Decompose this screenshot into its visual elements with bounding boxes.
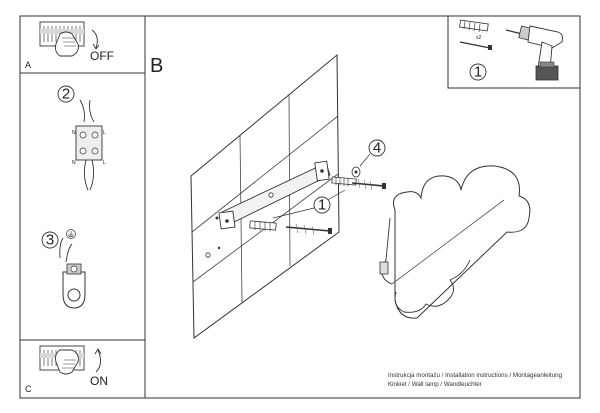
terminal-n-top: N — [72, 130, 76, 136]
caption-line-1: Instrukcja montażu / Installation instru… — [388, 372, 563, 379]
panel-a-letter: A — [25, 60, 31, 70]
step-1-anchor-number: 1 — [318, 197, 326, 214]
hand-icon — [55, 31, 79, 57]
screw-icon — [459, 41, 492, 50]
mounting-bracket — [218, 160, 331, 230]
wall-hole — [215, 216, 219, 220]
dowel-icon — [249, 220, 277, 232]
panel-c: ON C — [25, 345, 108, 394]
step-3-number: 3 — [46, 232, 54, 249]
panel-a-state: OFF — [90, 49, 114, 63]
leader-line — [272, 207, 315, 219]
panel-c-letter: C — [25, 384, 32, 394]
connector-icon — [75, 99, 103, 191]
step-4-badge — [368, 139, 386, 157]
dowel-icon — [331, 176, 357, 187]
qty-label: x2 — [476, 35, 482, 41]
panel-a: OFF A — [25, 21, 114, 70]
step-1-tools-badge — [469, 63, 487, 81]
panel-c-state: ON — [90, 374, 108, 388]
arrow-down-icon — [91, 29, 98, 49]
terminal-l-bottom: L — [103, 160, 106, 166]
ground-terminal-icon — [62, 263, 86, 309]
step-3-badge — [41, 231, 59, 249]
panel-b-letter: B — [150, 55, 163, 77]
hand-icon-on — [55, 349, 79, 375]
tools-group: x2 1 — [459, 19, 563, 81]
screw-icon — [285, 223, 332, 236]
cloud-lamp-icon — [379, 165, 531, 319]
step-1-tools-number: 1 — [474, 64, 482, 81]
terminal-l-top: L — [103, 130, 106, 136]
step-4-number: 4 — [373, 140, 381, 157]
step-2-badge — [57, 85, 75, 103]
step-2: 2 N N L L — [57, 85, 106, 191]
arrow-up-icon — [95, 349, 101, 373]
step-2-number: 2 — [62, 86, 70, 103]
tools-panel — [447, 15, 581, 89]
terminal-n-bottom: N — [72, 160, 76, 166]
screw-icon — [351, 178, 386, 191]
screw-cap-icon — [351, 166, 361, 178]
leader-line — [359, 153, 371, 167]
ground-icon — [66, 229, 76, 239]
dowel-icon — [459, 19, 489, 33]
step-3: 3 — [41, 229, 86, 309]
caption-line-2: Kinkiet / Wall lamp / Wandleuchter — [388, 381, 482, 388]
wall-hole — [205, 252, 211, 258]
step-1-anchor-badge — [313, 196, 331, 214]
wall-hole — [217, 246, 221, 250]
drill-icon — [505, 25, 563, 81]
